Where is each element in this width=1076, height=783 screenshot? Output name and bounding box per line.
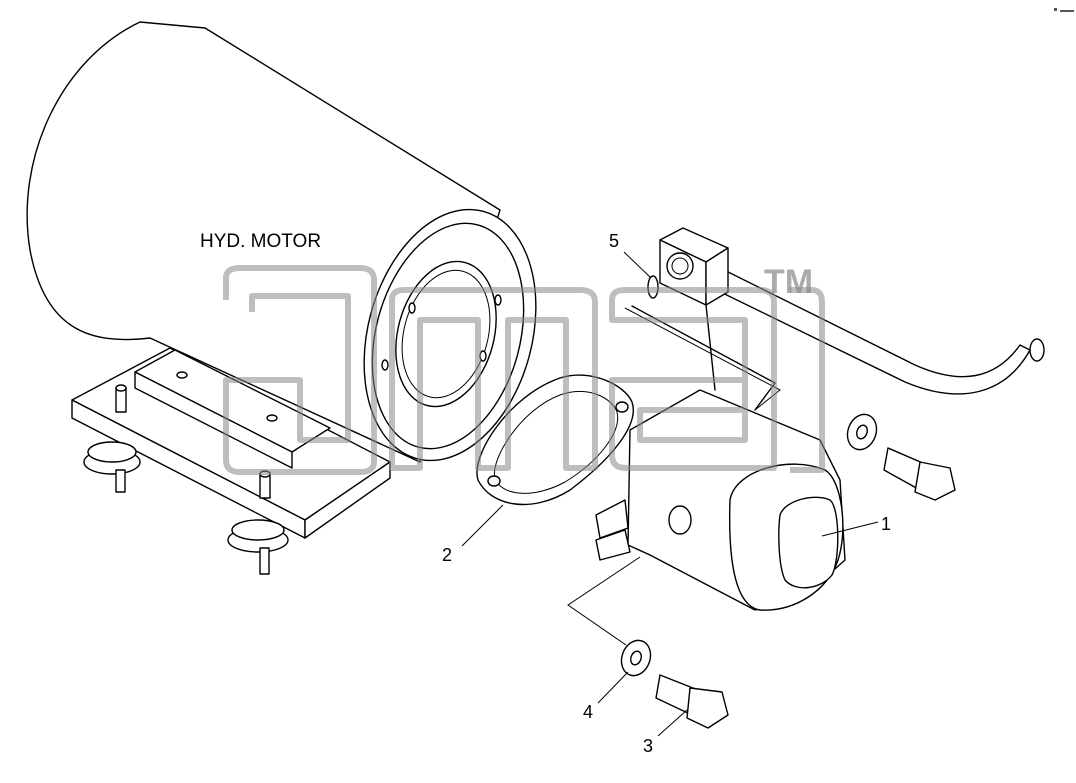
motor-base-plate [71, 347, 391, 575]
corner-mark [1054, 8, 1074, 12]
leader-2 [461, 504, 504, 547]
leader-1 [821, 521, 879, 537]
leader-5 [623, 251, 652, 279]
callout-5: 5 [609, 231, 619, 251]
callout-4: 4 [583, 702, 593, 722]
assembly-line-lower [567, 556, 641, 646]
watermark-trademark: TM [764, 263, 813, 301]
hydraulic-motor [26, 21, 537, 463]
watermark-logo: TM [223, 263, 825, 475]
pump-part-1 [595, 227, 1045, 611]
callout-2: 2 [442, 545, 452, 565]
bolt-part-3 [655, 674, 729, 729]
washer-part-4 [620, 639, 652, 677]
assembly-line-upper [624, 307, 781, 411]
washer-right [846, 413, 878, 451]
leader-4 [597, 671, 629, 704]
component-label: HYD. MOTOR [200, 231, 321, 252]
callout-3: 3 [643, 736, 653, 756]
leader-3 [657, 709, 688, 737]
bolt-right [883, 447, 956, 501]
callout-1: 1 [881, 514, 891, 534]
